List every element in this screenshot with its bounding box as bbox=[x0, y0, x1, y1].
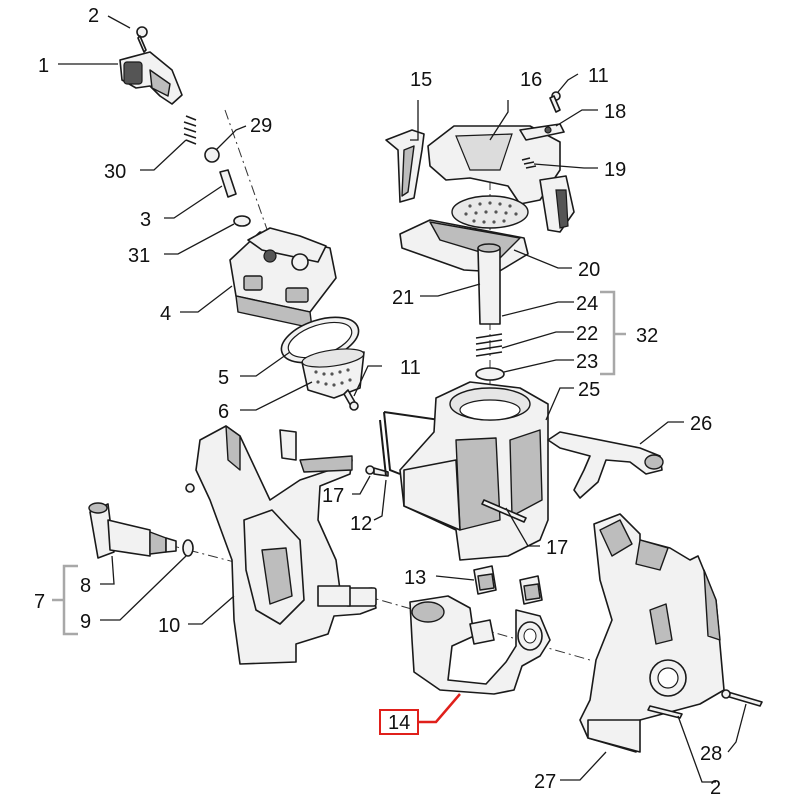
part-3-pin bbox=[219, 169, 237, 198]
part-11-screw-top bbox=[549, 91, 561, 113]
label-10: 10 bbox=[158, 615, 180, 637]
part-2-screw-top bbox=[136, 26, 148, 53]
label-23: 23 bbox=[576, 351, 598, 373]
label-25: 25 bbox=[578, 379, 600, 401]
label-3: 3 bbox=[140, 209, 151, 231]
bracket-32 bbox=[600, 290, 626, 376]
part-10-left-housing bbox=[185, 425, 377, 665]
label-29: 29 bbox=[250, 115, 272, 137]
label-2-bottom: 2 bbox=[710, 777, 721, 799]
part-23-seal bbox=[475, 367, 505, 381]
part-25-brew-chamber bbox=[399, 381, 549, 561]
label-22: 22 bbox=[576, 323, 598, 345]
part-4-valve-block bbox=[229, 227, 337, 329]
part-15-guide bbox=[385, 129, 425, 203]
part-19-spring bbox=[521, 157, 537, 169]
part-6-filter-cup bbox=[301, 348, 365, 399]
part-16-funnel-top bbox=[427, 125, 575, 233]
label-4: 4 bbox=[160, 303, 171, 325]
part-11-screw-lower bbox=[343, 389, 359, 411]
label-32: 32 bbox=[636, 325, 658, 347]
part-9-o-ring bbox=[182, 539, 194, 557]
label-18: 18 bbox=[604, 101, 626, 123]
label-14: 14 bbox=[388, 712, 410, 734]
label-8: 8 bbox=[80, 575, 91, 597]
label-19: 19 bbox=[604, 159, 626, 181]
part-27-right-housing bbox=[579, 513, 725, 753]
label-31: 31 bbox=[128, 245, 150, 267]
label-11-top: 11 bbox=[588, 65, 609, 87]
bracket-7 bbox=[52, 564, 78, 636]
label-17-left: 17 bbox=[322, 485, 344, 507]
label-7: 7 bbox=[34, 591, 45, 613]
part-17-screw-left bbox=[365, 465, 389, 477]
part-21-piston-rod bbox=[477, 243, 501, 325]
label-24: 24 bbox=[576, 293, 598, 315]
label-13: 13 bbox=[404, 567, 426, 589]
label-17-right: 17 bbox=[546, 537, 568, 559]
label-12: 12 bbox=[350, 513, 372, 535]
label-30: 30 bbox=[104, 161, 126, 183]
label-9: 9 bbox=[80, 611, 91, 633]
label-28: 28 bbox=[700, 743, 722, 765]
part-18-latch bbox=[519, 123, 565, 141]
label-5: 5 bbox=[218, 367, 229, 389]
label-2-top: 2 bbox=[88, 5, 99, 27]
part-30-spring bbox=[183, 115, 197, 145]
label-1: 1 bbox=[38, 55, 49, 77]
part-14-piston-assembly bbox=[409, 595, 551, 695]
label-20: 20 bbox=[578, 259, 600, 281]
part-17-screw-right bbox=[481, 499, 527, 523]
perforated-disc bbox=[451, 195, 529, 229]
part-31-o-ring bbox=[233, 215, 251, 227]
part-2-pin-bottom bbox=[647, 705, 683, 719]
label-11-lower: 11 bbox=[400, 357, 421, 379]
part-26-lever bbox=[547, 431, 664, 499]
part-13-blocks bbox=[473, 565, 543, 605]
label-21: 21 bbox=[392, 287, 414, 309]
label-16: 16 bbox=[520, 69, 542, 91]
label-27: 27 bbox=[534, 771, 556, 793]
callout-labels: 2 1 29 30 3 31 4 5 6 11 15 16 11 18 19 2… bbox=[34, 5, 722, 799]
part-29-ball bbox=[204, 147, 220, 163]
label-26: 26 bbox=[690, 413, 712, 435]
part-1-valve-head bbox=[119, 51, 183, 105]
label-15: 15 bbox=[410, 69, 432, 91]
part-20-tray bbox=[399, 219, 529, 273]
part-22-spring bbox=[475, 333, 503, 357]
highlight-14 bbox=[379, 693, 461, 735]
leader-lines bbox=[58, 15, 747, 783]
part-7-outlet-valve bbox=[88, 502, 177, 559]
label-6: 6 bbox=[218, 401, 229, 423]
part-28-screw bbox=[721, 689, 763, 707]
